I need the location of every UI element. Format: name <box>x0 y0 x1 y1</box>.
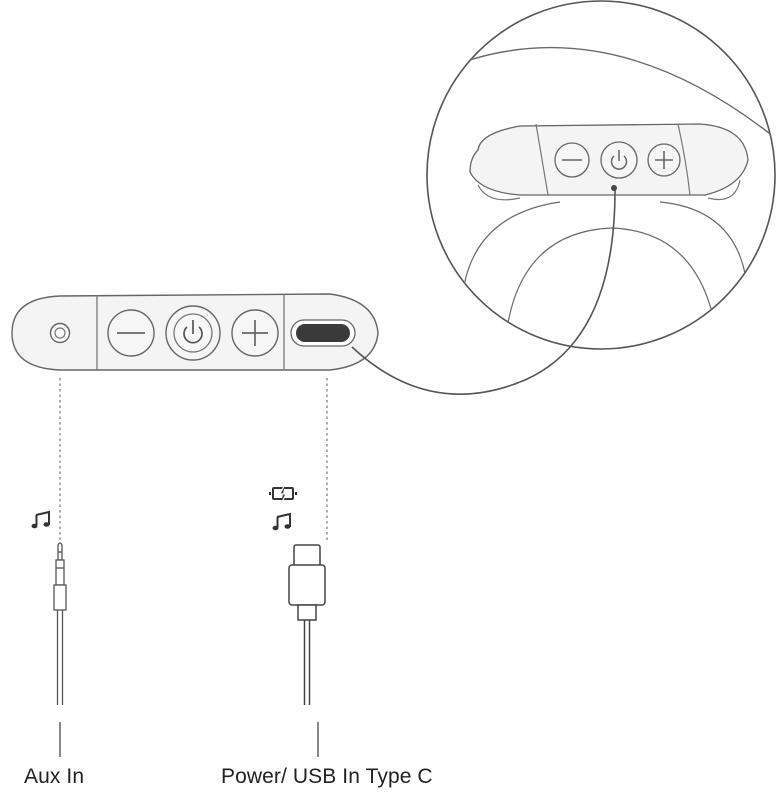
zoom-inset <box>426 0 776 350</box>
volume-down-button <box>107 309 155 357</box>
zoom-volume-down-button <box>554 142 590 178</box>
usb-c-port-icon <box>290 319 356 347</box>
aux-in-label: Aux In <box>24 765 85 788</box>
power-icon <box>610 155 628 170</box>
power-icon <box>183 326 203 344</box>
zoom-leader-dot <box>611 185 617 191</box>
zoom-leader-line <box>351 189 616 395</box>
power-button <box>165 305 221 361</box>
aux-cable <box>53 542 67 705</box>
zoom-power-button <box>600 141 638 179</box>
port-panel <box>11 293 379 371</box>
music-note-icon <box>272 512 291 531</box>
battery-charging-icon <box>269 483 297 505</box>
power-usb-label: Power/ USB In Type C <box>221 765 433 788</box>
volume-up-button <box>231 309 279 357</box>
usb-c-cable <box>288 544 326 705</box>
aux-port-icon <box>49 322 71 344</box>
speaker-dome-inner <box>504 227 719 346</box>
zoom-volume-up-button <box>647 143 681 177</box>
music-note-icon <box>31 510 50 529</box>
